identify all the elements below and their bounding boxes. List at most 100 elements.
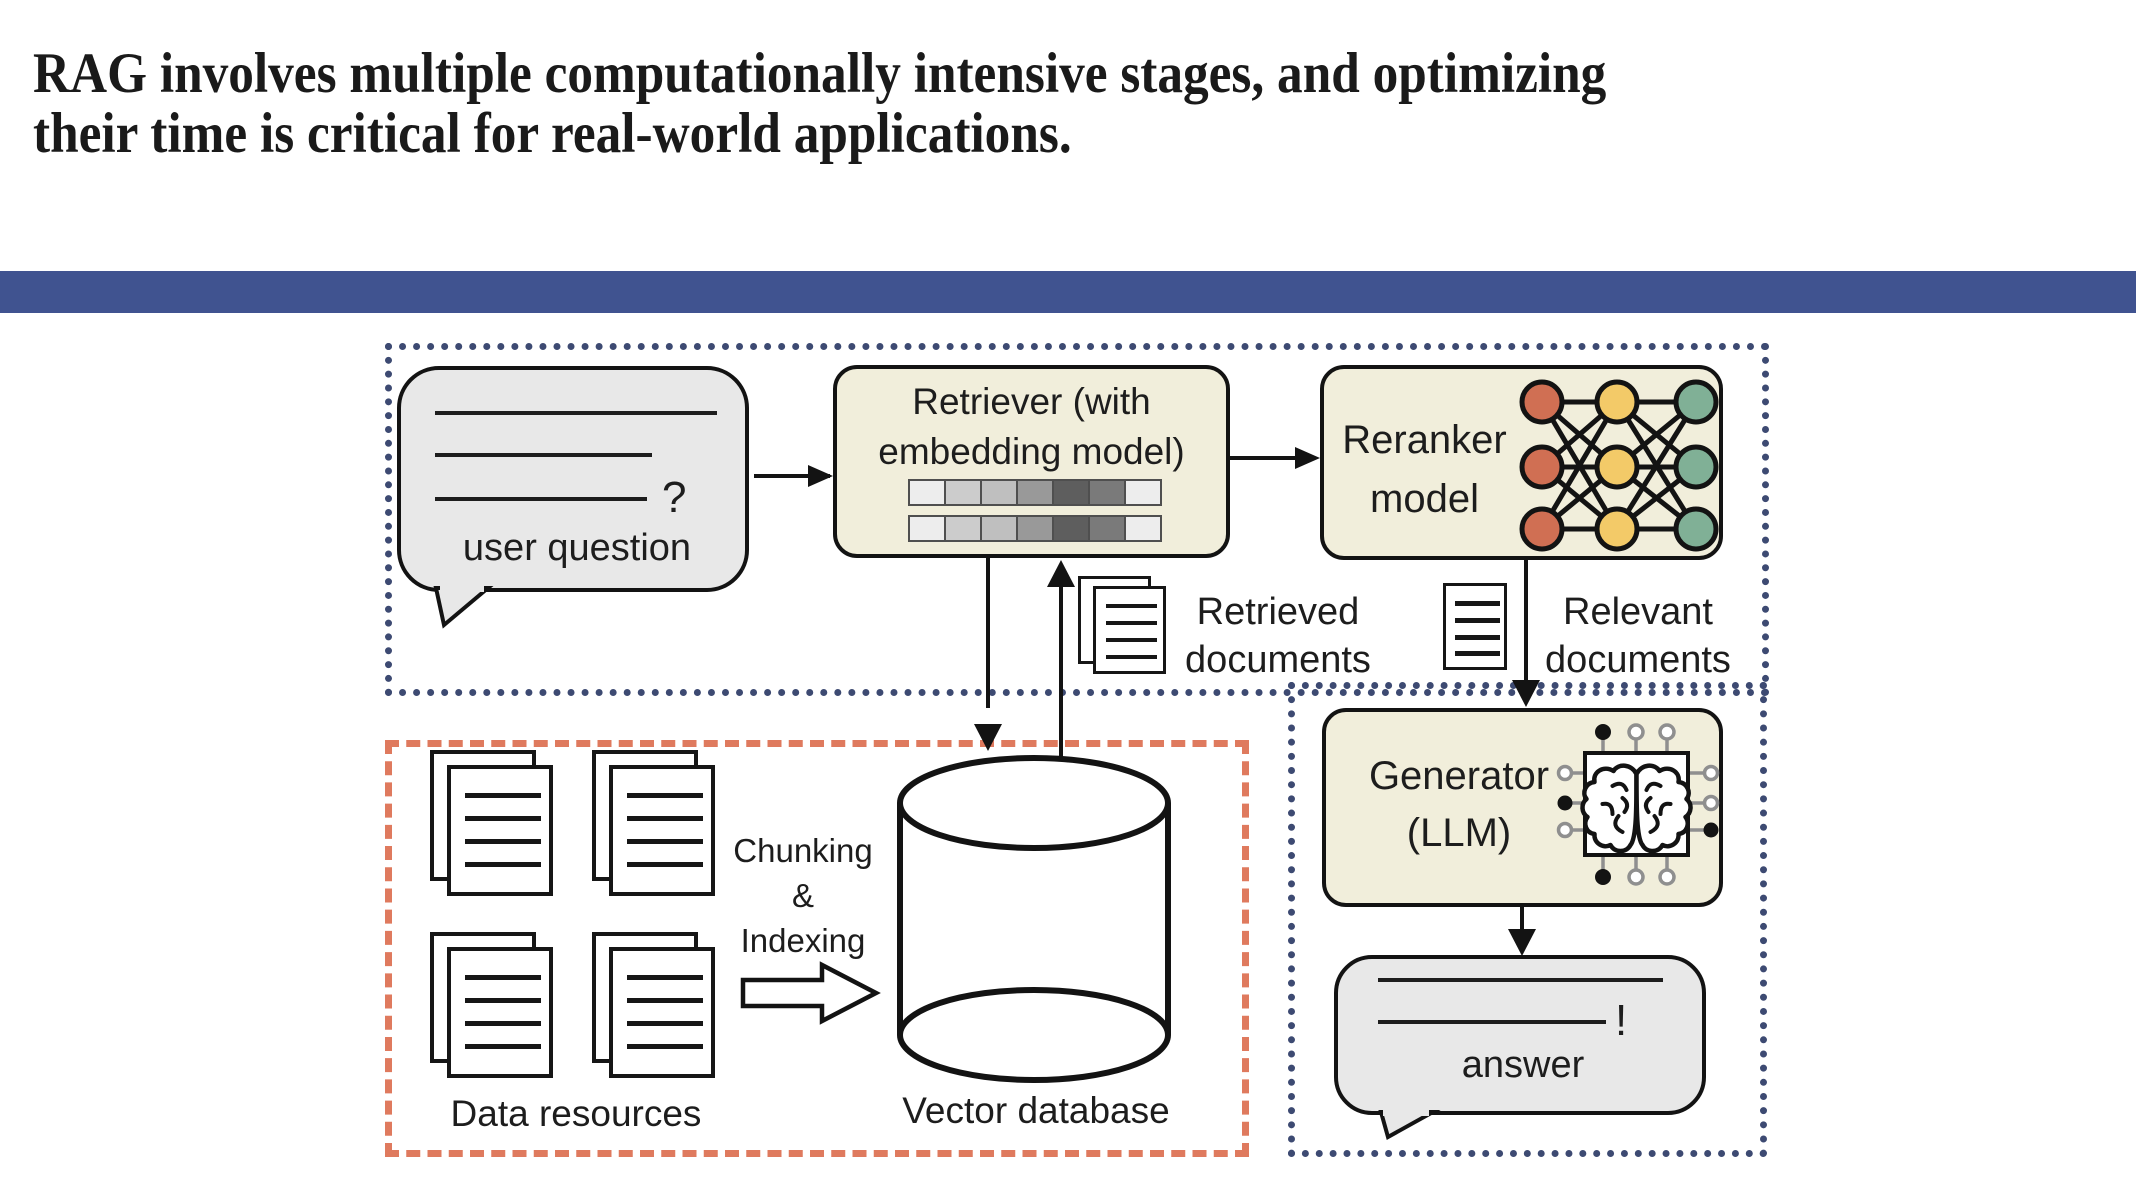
arrowhead-down-icon (974, 724, 1002, 751)
document-text-line (1455, 601, 1500, 606)
document-text-line (627, 1021, 703, 1026)
document-text-line (1106, 604, 1157, 608)
question-mark: ? (662, 473, 687, 522)
retrieved-documents-stack-icon (1078, 576, 1178, 686)
arrow-reranker-to-generator (1524, 560, 1528, 682)
document-text-line (1455, 618, 1500, 623)
page-title: RAG involves multiple computationally in… (33, 44, 1606, 164)
embedding-cell (1052, 479, 1090, 506)
retriever-label-line-2: embedding model) (878, 431, 1185, 472)
document-text-line (465, 975, 541, 980)
vector-database-label: Vector database (902, 1090, 1170, 1131)
arrowhead-right-icon (808, 465, 833, 487)
retrieved-documents-line-2: documents (1185, 639, 1371, 681)
document-text-line (465, 862, 541, 867)
document-text-line (627, 1044, 703, 1049)
document-text-line (627, 793, 703, 798)
embedding-cell (1088, 515, 1126, 542)
arrowhead-right-icon (1295, 447, 1320, 469)
vector-database-cylinder-icon (897, 755, 1171, 1083)
arrow-generator-to-answer (1520, 907, 1524, 931)
document-text-line (1106, 621, 1157, 625)
redacted-text-line (435, 453, 652, 457)
llm-chip-brain-icon (1556, 723, 1720, 886)
reranker-label-line-2: model (1370, 477, 1479, 521)
embedding-cell (980, 479, 1018, 506)
embedding-vector-icon (908, 515, 1162, 542)
retrieved-documents-line-1: Retrieved (1196, 591, 1360, 633)
embedding-cell (1088, 479, 1126, 506)
embedding-cell (944, 479, 982, 506)
document-text-line (465, 793, 541, 798)
document-text-line (627, 839, 703, 844)
page-title-line-2: their time is critical for real-world ap… (33, 102, 1072, 165)
answer-bubble: ! answer (1333, 950, 1713, 1142)
exclamation-mark: ! (1615, 996, 1628, 1045)
document-stack-icon (430, 750, 560, 900)
document-page (609, 765, 715, 896)
embedding-cell (944, 515, 982, 542)
document-text-line (1455, 635, 1500, 640)
arrowhead-down-icon (1512, 680, 1540, 707)
embedding-cell (1124, 515, 1162, 542)
document-text-line (1455, 651, 1500, 656)
document-page (609, 947, 715, 1078)
relevant-documents-line-2: documents (1545, 639, 1731, 681)
document-text-line (465, 998, 541, 1003)
document-page (447, 765, 553, 896)
embedding-cell (1016, 515, 1054, 542)
generator-box: Generator (LLM) (1322, 708, 1723, 907)
redacted-text-line (435, 497, 647, 501)
embedding-cell (1052, 515, 1090, 542)
document-text-line (465, 1044, 541, 1049)
document-text-line (627, 862, 703, 867)
embedding-cell (1016, 479, 1054, 506)
speech-bubble-icon (1334, 955, 1706, 1140)
query-pipeline-section-border (385, 343, 1769, 696)
arrow-vectordb-to-retriever (1059, 585, 1063, 758)
redacted-text-line (1378, 978, 1663, 982)
document-stack-icon (592, 750, 722, 900)
ampersand-line: & (791, 877, 814, 914)
document-page (447, 947, 553, 1078)
document-text-line (627, 816, 703, 821)
answer-label: answer (1461, 1044, 1585, 1086)
retrieved-documents-label: Retrieved documents (1168, 588, 1388, 684)
reranker-box: Reranker model (1320, 365, 1723, 560)
document-stack-icon (430, 932, 560, 1082)
document-text-line (627, 975, 703, 980)
indexing-line: Indexing (740, 922, 866, 959)
retriever-box: Retriever (with embedding model) (833, 365, 1230, 558)
document-stack-icon (592, 932, 722, 1082)
document-text-line (465, 816, 541, 821)
chunking-line: Chunking (733, 832, 873, 869)
neural-network-icon (1519, 379, 1719, 552)
relevant-documents-label: Relevant documents (1528, 588, 1748, 684)
embedding-vector-icon (908, 479, 1162, 506)
document-text-line (1106, 638, 1157, 642)
block-arrow-right-icon (740, 961, 881, 1025)
arrow-question-to-retriever (754, 474, 830, 478)
arrow-retriever-to-vectordb (986, 558, 990, 708)
arrowhead-up-icon (1047, 560, 1075, 587)
chunking-indexing-label: Chunking & Indexing (718, 828, 888, 963)
document-text-line (465, 1021, 541, 1026)
embedding-cell (980, 515, 1018, 542)
document-text-line (1106, 655, 1157, 659)
embedding-cell (1124, 479, 1162, 506)
embedding-cell (908, 515, 946, 542)
page-title-line-1: RAG involves multiple computationally in… (33, 42, 1607, 105)
arrowhead-down-icon (1508, 929, 1536, 956)
generator-label-line-2: (LLM) (1406, 811, 1512, 855)
embedding-cell (908, 479, 946, 506)
arrow-retriever-to-reranker (1230, 456, 1298, 460)
generator-label-line-1: Generator (1368, 754, 1550, 798)
retriever-label-line-1: Retriever (with (912, 381, 1151, 422)
data-resources-label: Data resources (450, 1093, 702, 1134)
user-question-bubble: ? user question (396, 365, 758, 665)
relevant-document-icon (1443, 583, 1507, 670)
indexing-section-border (385, 740, 1249, 1157)
relevant-documents-line-1: Relevant (1563, 591, 1713, 633)
user-question-label: user question (462, 527, 692, 569)
